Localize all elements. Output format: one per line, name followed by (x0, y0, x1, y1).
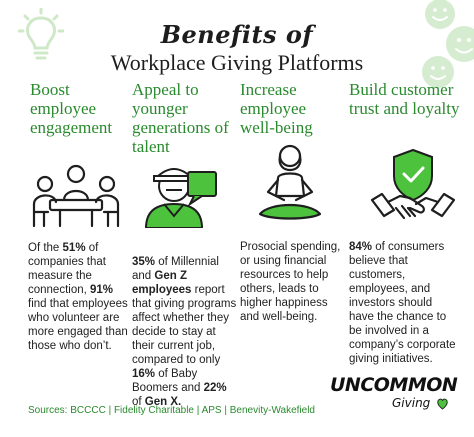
benefit-heading: Appeal to younger generations of talent (132, 80, 229, 156)
logo-wordmark: UNCOMMON (330, 374, 458, 396)
highlight-text: Gen X. (144, 396, 182, 408)
benefit-body: Of the 51% of companies that measure the… (28, 241, 132, 353)
lightbulb-icon (18, 8, 64, 60)
smiley-faces-icon (422, 0, 474, 88)
body-text: Of the (28, 242, 63, 254)
team-meeting-icon (32, 164, 120, 228)
benefit-column-engagement: Boost employee engagement (30, 80, 135, 137)
body-text: find that employees who volunteer are mo… (28, 298, 128, 352)
benefit-heading: Increase employee well-being (240, 80, 313, 137)
highlight-text: 91% (90, 284, 114, 296)
body-text: Prosocial spending, or using financial r… (240, 241, 341, 323)
sources-note: Sources: BCCCC | Fidelity Charitable | A… (28, 405, 315, 416)
body-text: of companies that measure the connection… (28, 242, 106, 296)
highlight-text: Gen Z employees (132, 270, 192, 296)
body-text: of consumers believe that customers, emp… (349, 241, 456, 365)
highlight-text: 84% (349, 241, 373, 253)
highlight-text: 51% (62, 242, 86, 254)
benefit-body: 35% of Millennial and Gen Z employees re… (132, 255, 238, 409)
uncommon-giving-logo: UNCOMMON Giving (330, 372, 460, 422)
shield-handshake-icon (370, 148, 456, 220)
body-text: of Baby Boomers and (132, 368, 204, 394)
title-script: Benefits of (160, 20, 314, 49)
body-text: of Millennial and (132, 256, 219, 282)
benefit-column-younger-talent: Appeal to younger generations of talent (132, 80, 237, 156)
benefit-body: 84% of consumers believe that customers,… (349, 240, 459, 366)
benefit-column-well-being: Increase employee well-being (240, 80, 345, 137)
benefit-heading: Build customer trust and loyalty (349, 80, 460, 118)
heart-icon (437, 398, 448, 410)
benefit-heading: Boost employee engagement (30, 80, 113, 137)
highlight-text: 16% (132, 368, 156, 380)
page-title: Workplace Giving Platforms (110, 50, 364, 75)
highlight-text: 22% (203, 382, 227, 394)
logo-subtitle: Giving (392, 396, 431, 410)
highlight-text: 35% (132, 256, 156, 268)
young-person-chat-icon (144, 168, 217, 228)
benefit-column-customer-trust: Build customer trust and loyalty (349, 80, 467, 118)
body-text: of (132, 396, 145, 408)
benefit-body: Prosocial spending, or using financial r… (240, 240, 344, 324)
body-text: report that giving programs affect wheth… (132, 284, 237, 366)
meditation-icon (258, 144, 322, 220)
